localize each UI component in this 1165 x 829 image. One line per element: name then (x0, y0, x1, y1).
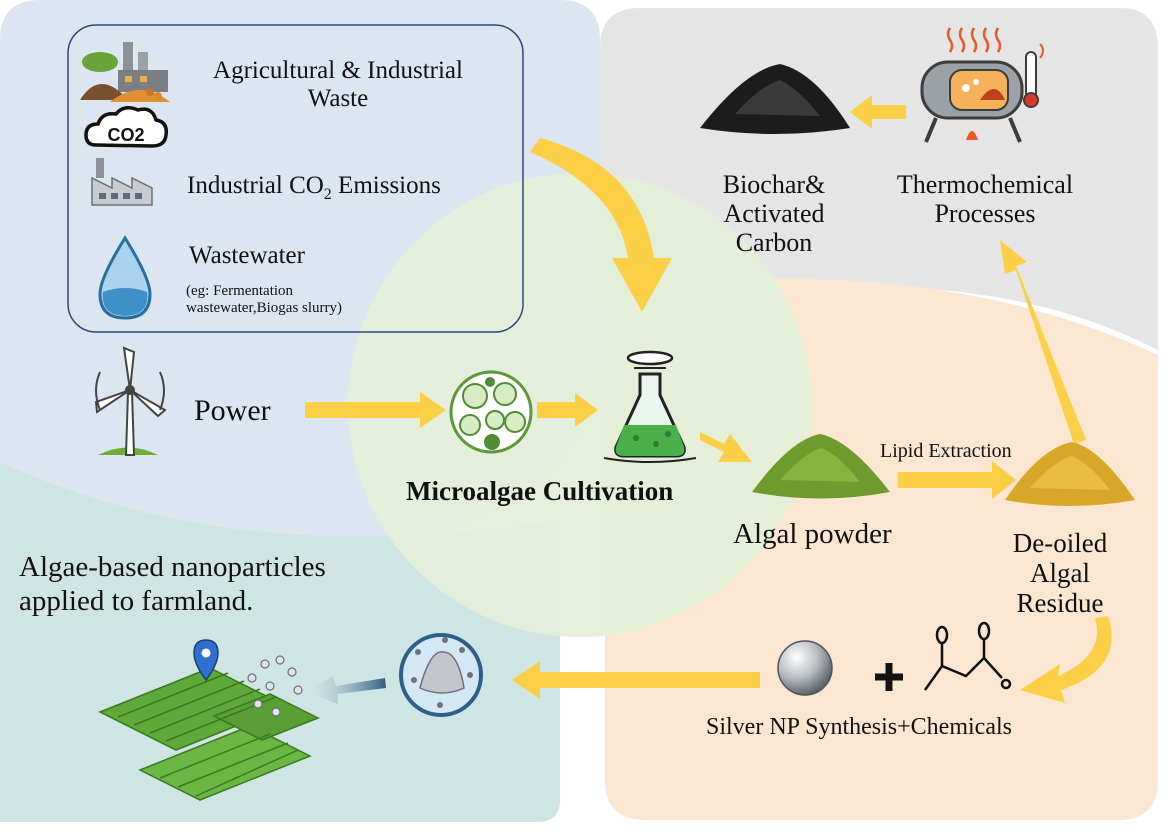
power-label: Power (194, 394, 271, 427)
factory-icon (91, 158, 153, 206)
arrow-sources-to-cultivation (530, 138, 672, 312)
co2-suffix: Emissions (338, 172, 441, 199)
arrow-lipid-extraction (898, 461, 1016, 499)
arrow-silver-to-nanoparticle (512, 661, 760, 699)
silver-synthesis-label: Silver NP Synthesis+Chemicals (706, 714, 1012, 740)
silver-nanoparticle (777, 640, 833, 696)
farmland-text: Algae-based nanoparticles applied to far… (19, 551, 326, 618)
molecule-structure (923, 621, 1012, 691)
wastewater-note: (eg: Fermentation wastewater,Biogas slur… (186, 283, 343, 316)
sources-box (67, 24, 524, 333)
biochar-label: Biochar& Activated Carbon (722, 170, 826, 258)
arrow-cells-to-flask (537, 393, 598, 427)
waste-label: Agricultural & Industrial Waste (213, 57, 463, 112)
algae-cells-icon (449, 370, 533, 454)
arrow-residue-to-silver (1020, 616, 1112, 703)
waste-icon (80, 42, 170, 102)
cultivation-label: Microalgae Cultivation (406, 476, 674, 506)
arrow-nanoparticle-to-farmland (305, 676, 386, 704)
lipid-extraction-label: Lipid Extraction (880, 440, 1012, 462)
arrow-flask-to-powder (700, 432, 752, 462)
plus-sign (875, 663, 903, 691)
wind-turbine-icon (94, 346, 167, 456)
arrow-thermo-to-biochar (850, 95, 906, 129)
co2-emissions-label: Industrial CO2 Emissions (187, 172, 441, 204)
water-drop-icon (98, 235, 152, 320)
co2-icon-label: CO2 (107, 125, 144, 145)
co2-subscript: 2 (323, 186, 332, 203)
wastewater-label: Wastewater (189, 242, 305, 269)
residue-highlight (1030, 456, 1110, 490)
farmland-icon (98, 639, 320, 801)
biochar-highlight (735, 80, 820, 116)
residue-label: De-oiled Algal Residue (1012, 528, 1108, 619)
flask-icon (603, 350, 697, 463)
arrows (305, 95, 1112, 703)
arrow-power-to-cells (305, 392, 446, 428)
algal-powder-highlight (780, 448, 860, 482)
arrow-residue-to-thermo (1000, 240, 1086, 444)
reactor-icon (920, 27, 1044, 143)
co2-prefix: Industrial CO (187, 172, 324, 199)
algal-powder-label: Algal powder (733, 518, 892, 550)
co2-icon (84, 106, 169, 148)
thermochemical-label: Thermochemical Processes (896, 170, 1074, 229)
nanoparticle-icon (399, 633, 483, 717)
